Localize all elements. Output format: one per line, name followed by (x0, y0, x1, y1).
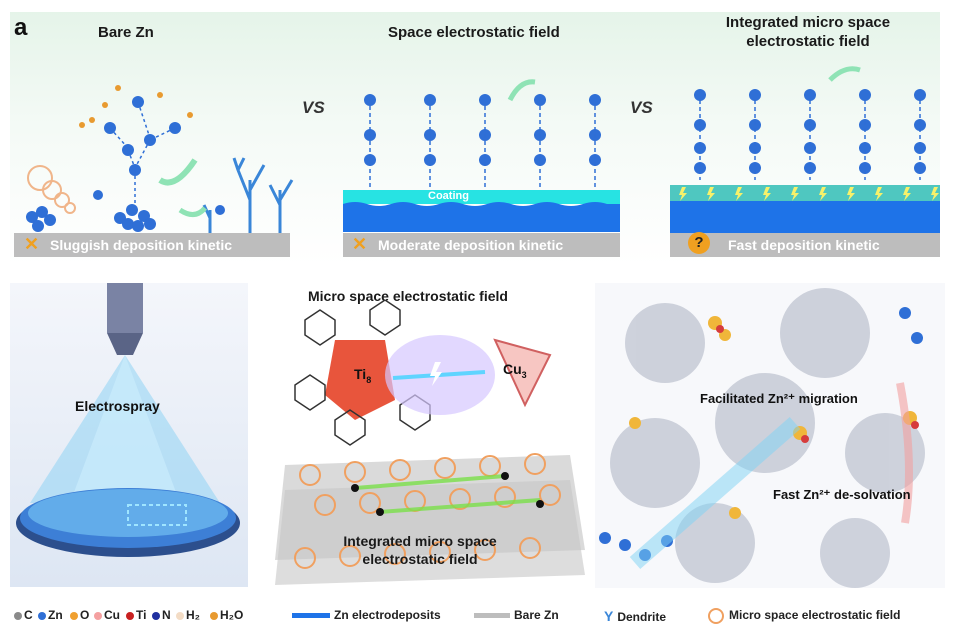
bar-text-moderate: Moderate deposition kinetic (378, 237, 564, 253)
bar-integrated (670, 233, 940, 257)
ti8-cluster-icon (325, 340, 395, 420)
legend-item-h2: H₂ (176, 608, 200, 622)
h2-bubbles-icon (27, 165, 76, 214)
question-icon: ? (688, 232, 710, 254)
migration-label: Facilitated Zn²⁺ migration (700, 391, 858, 406)
legend-item-cu: Cu (94, 608, 120, 622)
legend-item-bare-zn: Bare Zn (474, 608, 559, 622)
legend-item-micro-field: Micro space electrostatic field (708, 608, 900, 624)
legend-item-o: O (70, 608, 89, 622)
cu3-cluster-icon (493, 338, 552, 408)
bar-bare-zn (14, 233, 290, 257)
micro-field-icon (708, 608, 724, 624)
ti-label: Ti8 (354, 366, 371, 385)
micro-field-circles (294, 453, 561, 569)
zn-atom-icon (38, 611, 46, 620)
green-arrow-icon-4 (828, 66, 861, 82)
panel-a-illustration (26, 66, 940, 235)
desolvation-label: Fast Zn²⁺ de-solvation (773, 487, 911, 502)
title-integrated-line1: Integrated micro space (725, 14, 891, 31)
mof-structure-illustration (595, 283, 945, 588)
cu-label: Cu3 (503, 361, 527, 380)
ti-atom-icon (126, 611, 134, 620)
ti-sub: 8 (366, 374, 372, 385)
legend-item-ti: Ti (126, 608, 146, 622)
o-atom-icon (70, 611, 78, 620)
coating-label: Coating (428, 190, 469, 202)
zn-electrodeposits-icon (292, 613, 330, 619)
bare-zn-icon (474, 613, 510, 619)
ti-label-text: Ti (354, 366, 367, 382)
bar-text-fast: Fast deposition kinetic (728, 237, 880, 253)
zn-substrate-space (343, 202, 620, 232)
zn-substrate-integrated (670, 201, 940, 233)
x-icon-moderate: ✕ (352, 234, 368, 254)
x-icon-sluggish: ✕ (24, 234, 40, 254)
coating-layer (343, 190, 620, 204)
electrospray-illustration (16, 283, 240, 557)
electrospray-image (10, 283, 248, 587)
dendrite-icon (202, 157, 294, 235)
electrospray-label: Electrospray (75, 398, 160, 414)
h2o-molecules-bare (79, 85, 193, 128)
h2-icon (176, 611, 184, 620)
center-illustration (275, 300, 585, 585)
dendrite-legend-icon: Y (604, 608, 614, 624)
green-arrow-icon (158, 158, 198, 186)
h2o-icon (210, 611, 218, 620)
vs-label-1: VS (302, 98, 325, 117)
c-atom-icon (14, 611, 22, 620)
cu-sub: 3 (521, 369, 527, 380)
integrated-label-line1: Integrated micro space (343, 533, 497, 549)
n-atom-icon (152, 611, 160, 620)
legend-item-n: N (152, 608, 171, 622)
integrated-label-line2: electrostatic field (362, 551, 478, 567)
lightning-icons (679, 187, 939, 201)
cu-atom-icon (94, 611, 102, 620)
micro-space-title: Micro space electrostatic field (308, 288, 508, 304)
panel-a-label: a (14, 14, 28, 41)
title-space-field: Space electrostatic field (388, 24, 560, 41)
green-arrow-icon-2 (178, 206, 207, 217)
zn-cluster-bare (26, 96, 225, 232)
vs-label-2: VS (630, 98, 653, 117)
legend-item-zn: Zn (38, 608, 63, 622)
green-arrow-icon-3 (507, 79, 536, 102)
legend-item-h2o: H₂O (210, 608, 243, 622)
legend: C Zn O Cu Ti N H₂ H₂O Zn electrodeposits… (14, 608, 944, 628)
bar-space (343, 233, 620, 257)
title-bare-zn: Bare Zn (98, 24, 154, 41)
bar-text-sluggish: Sluggish deposition kinetic (50, 237, 233, 253)
cu-label-text: Cu (503, 361, 522, 377)
zn-columns-space (364, 94, 601, 166)
title-integrated-line2: electrostatic field (746, 33, 870, 50)
legend-item-c: C (14, 608, 33, 622)
legend-item-zn-electrodeposits: Zn electrodeposits (292, 608, 441, 622)
